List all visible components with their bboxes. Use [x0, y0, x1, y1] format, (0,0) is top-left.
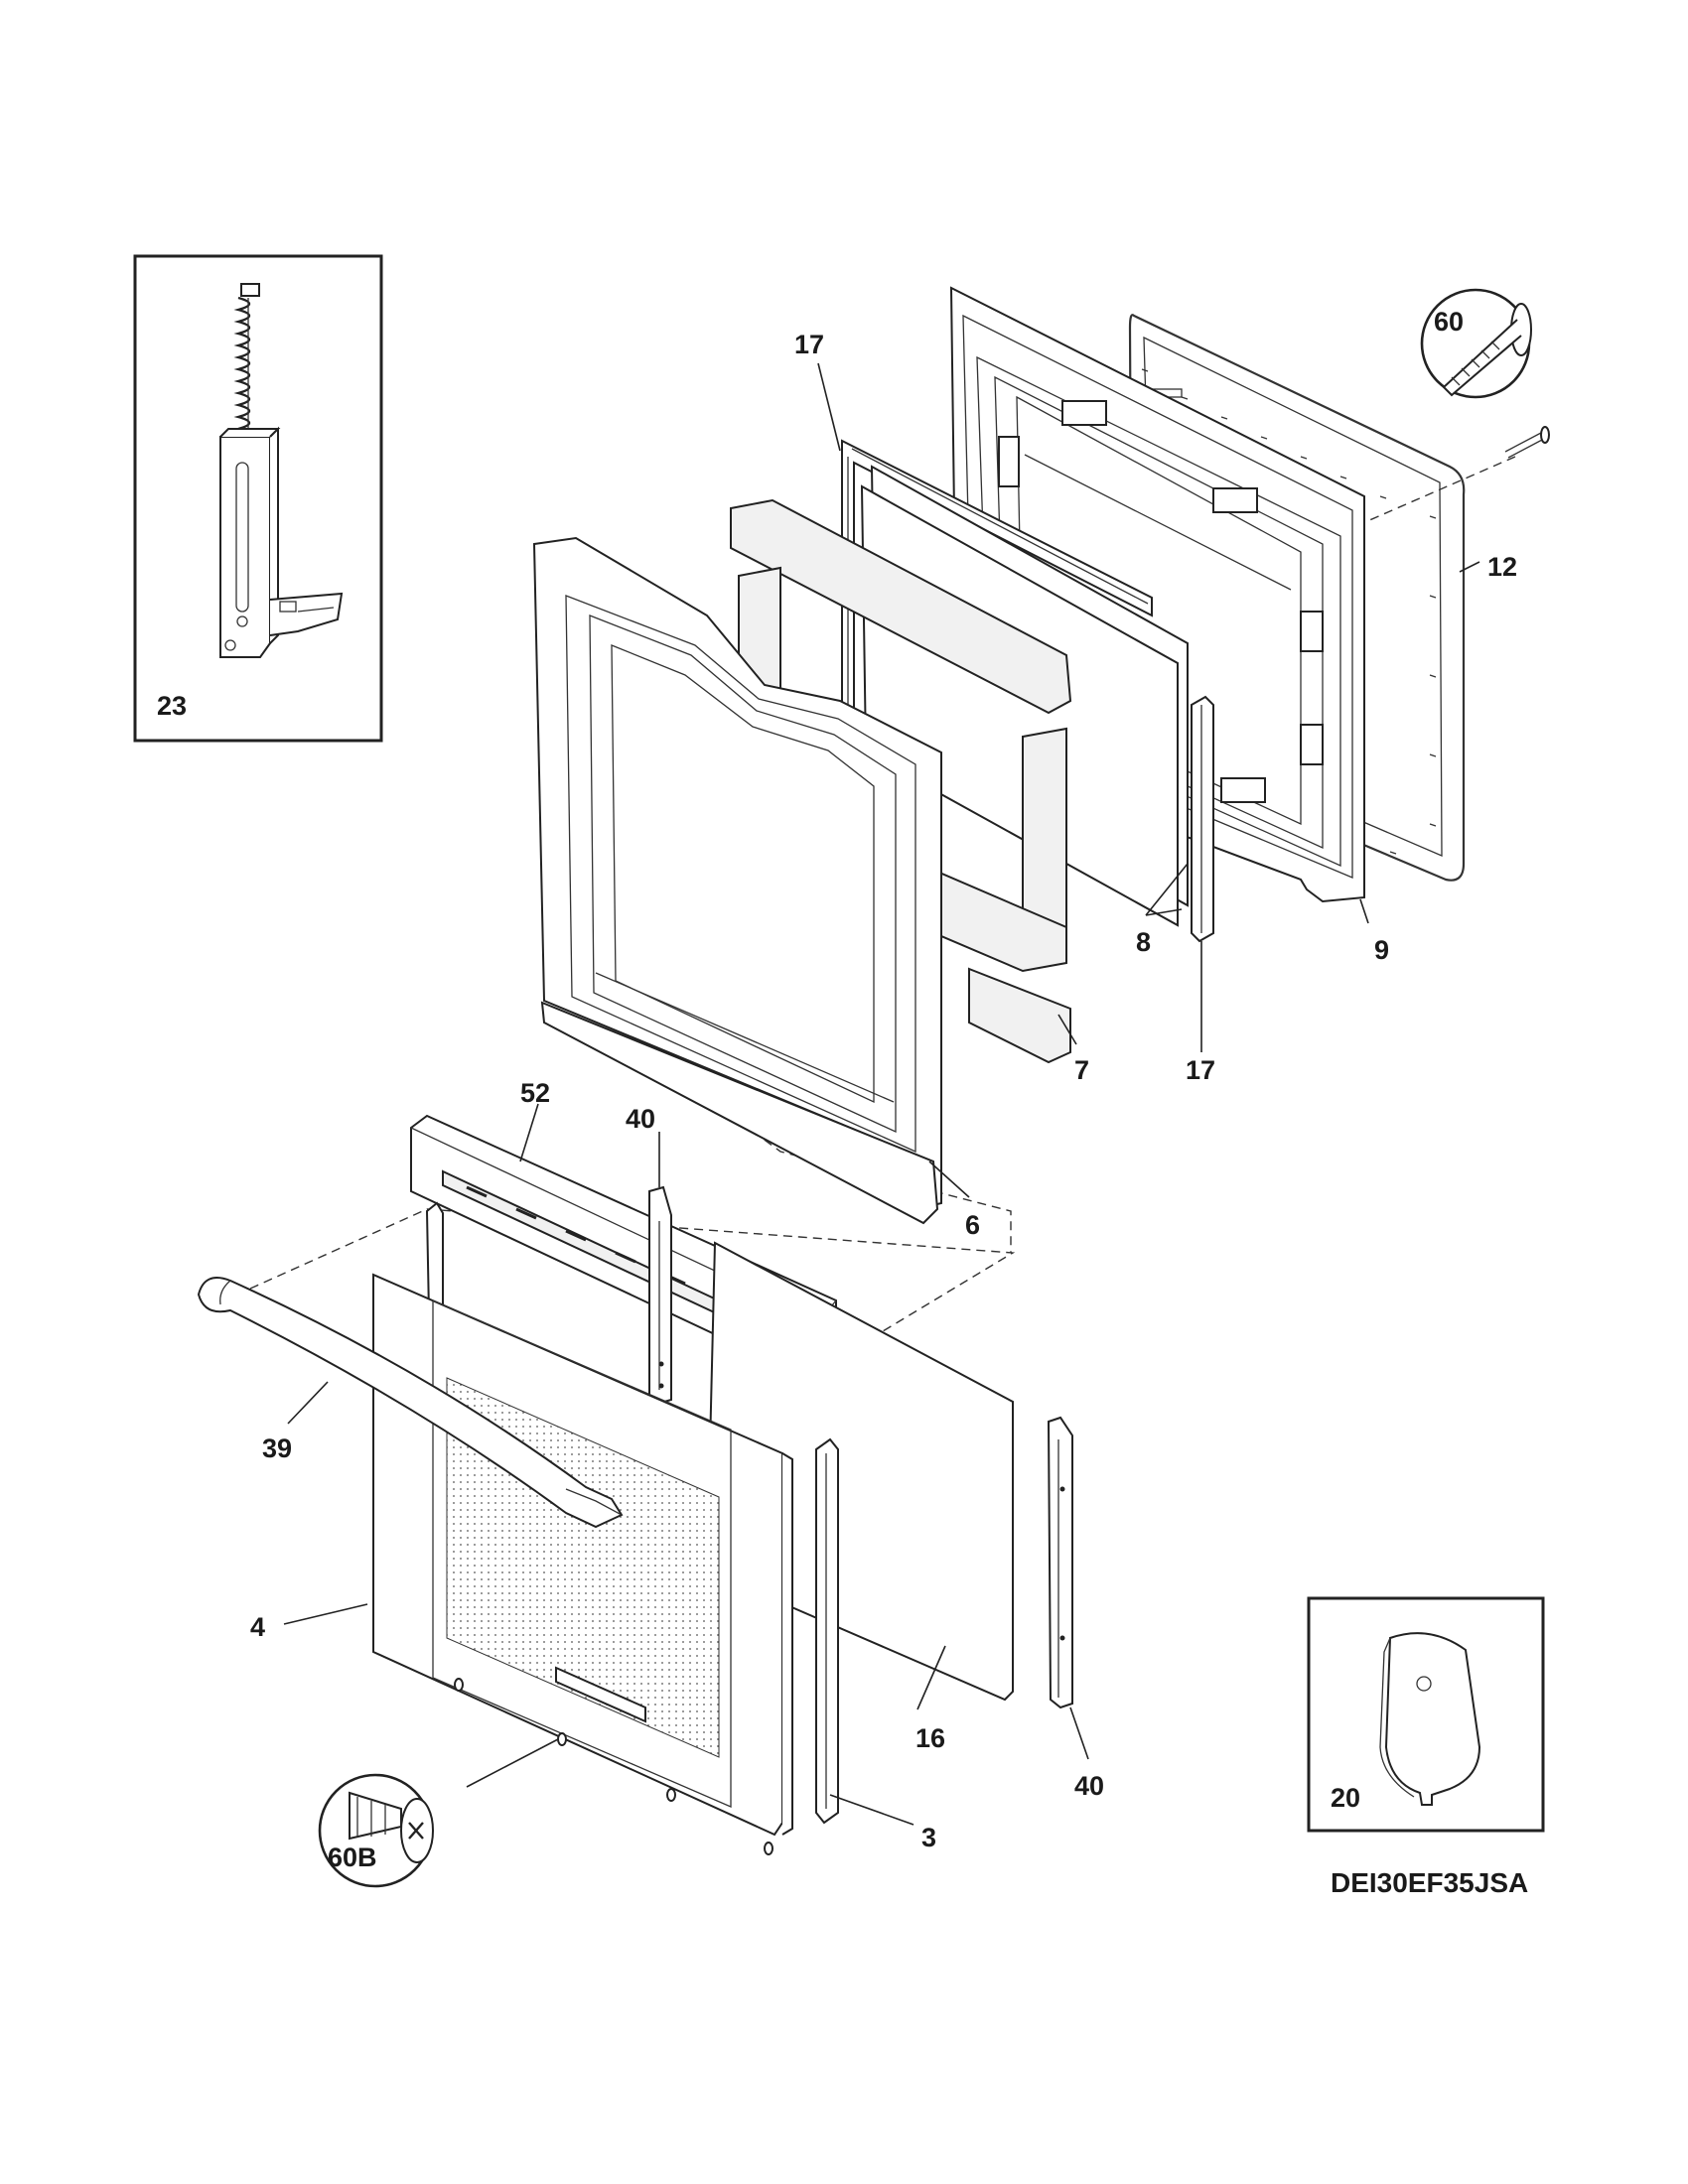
- callout-20: 20: [1331, 1783, 1360, 1813]
- callout-52: 52: [520, 1078, 550, 1108]
- part-6-door-frame: [532, 536, 942, 1225]
- screw-60b-magnifier: 60B: [318, 1738, 559, 1888]
- hinge-spring: [233, 283, 260, 431]
- callout-3: 3: [921, 1823, 936, 1852]
- callout-17-upper: 17: [794, 330, 824, 359]
- callout-23: 23: [157, 691, 187, 721]
- callout-60: 60: [1434, 307, 1464, 337]
- screw-60-magnifier: 60: [1420, 288, 1550, 459]
- part-17-channel-lower: [1191, 695, 1214, 943]
- clip-inset: 20: [1307, 1596, 1545, 1833]
- callout-9: 9: [1374, 935, 1389, 965]
- part-39-handle: [197, 1277, 624, 1529]
- callout-4: 4: [250, 1612, 265, 1642]
- part-3-side-trim: [425, 1201, 839, 1825]
- callout-17-lower: 17: [1186, 1055, 1215, 1085]
- leader-lines: [283, 362, 1480, 1826]
- callout-40-lower: 40: [1074, 1771, 1104, 1801]
- callout-60b: 60B: [328, 1843, 377, 1872]
- callout-6: 6: [965, 1210, 980, 1240]
- hinge-body: [219, 426, 344, 658]
- callout-40-upper: 40: [626, 1104, 655, 1134]
- callout-39: 39: [262, 1433, 292, 1463]
- hinge-inset: 23: [133, 254, 383, 743]
- callout-8: 8: [1136, 927, 1151, 957]
- part-40-bracket-lower: [1047, 1416, 1073, 1709]
- callout-7: 7: [1074, 1055, 1089, 1085]
- callout-16: 16: [915, 1723, 945, 1753]
- callout-12: 12: [1487, 552, 1517, 582]
- part-40-bracket-upper: [648, 1185, 672, 1406]
- model-number: DEI30EF35JSA: [1331, 1867, 1528, 1898]
- callouts: 17 12 9 8 7 17 6 52 40 39 4 16 40 3: [250, 330, 1517, 1852]
